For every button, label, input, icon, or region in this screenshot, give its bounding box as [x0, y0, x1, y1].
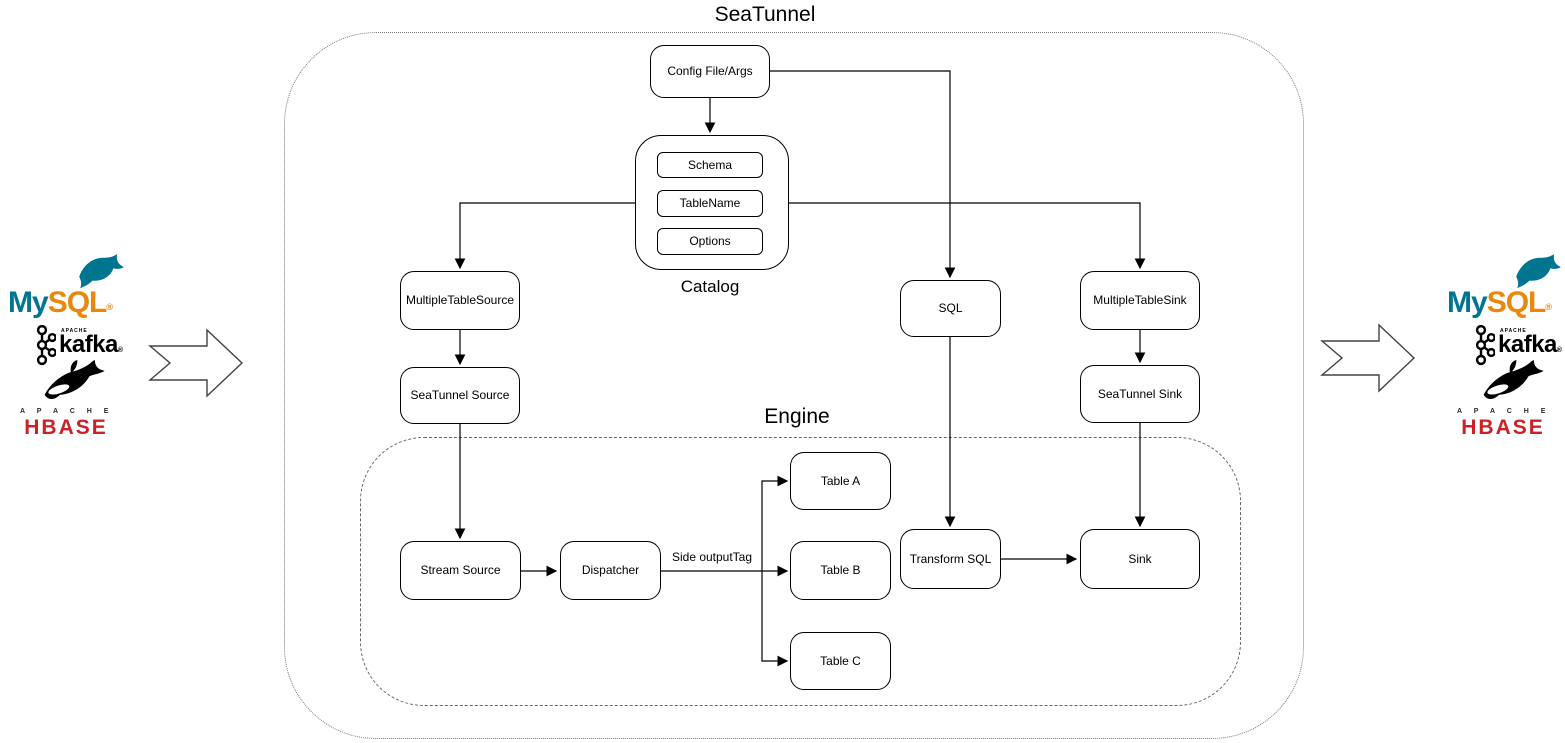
node-label: Schema: [687, 157, 733, 172]
kafka-apache-label: APACHE: [1500, 328, 1527, 334]
node-label: SQL: [938, 301, 963, 316]
node-label: Table C: [820, 653, 861, 668]
hbase-wordmark-right: HBASE: [1461, 416, 1545, 439]
hbase-apache-label-right: A P A C H E: [1457, 408, 1551, 415]
node-table-a: Table A: [790, 452, 891, 510]
node-label: SeaTunnel Source: [410, 388, 510, 403]
edge-branch-to-table-a: [761, 475, 789, 571]
kafka-name: kafka: [1498, 331, 1557, 358]
engine-container: [360, 437, 1241, 706]
node-label: Options: [689, 234, 731, 249]
node-label: MultipleTableSource: [405, 293, 515, 308]
node-options: Options: [657, 228, 763, 255]
edge-label-side-output-tag: Side outputTag: [671, 550, 753, 564]
edge-config-to-sql: [770, 70, 956, 279]
hbase-orca-icon: [1483, 360, 1544, 400]
seatunnel-container: [284, 32, 1304, 739]
node-label: Config File/Args: [667, 64, 753, 79]
node-label: SeaTunnel Sink: [1097, 386, 1183, 401]
mysql-wordmark-right: MySQL®: [1447, 286, 1552, 319]
edge-catalog-to-multiple-table-source: [454, 202, 635, 270]
kafka-apache-label: APACHE: [61, 328, 88, 334]
kafka-reg-mark: ®: [1556, 347, 1562, 354]
mysql-word-my: My: [8, 286, 49, 319]
hbase-orca-icon: [44, 360, 105, 400]
node-label: Dispatcher: [581, 563, 640, 578]
kafka-circles-icon: [36, 324, 56, 366]
hbase-apache-label-left: A P A C H E: [20, 408, 114, 415]
edge-branch-to-table-c: [761, 571, 789, 667]
node-sink: Sink: [1080, 529, 1200, 589]
node-sql: SQL: [900, 280, 1001, 337]
node-multiple-table-source: MultipleTableSource: [400, 271, 520, 330]
kafka-reg-mark: ®: [117, 347, 123, 354]
node-label: Table B: [820, 563, 861, 578]
mysql-wordmark-left: MySQL®: [8, 286, 113, 319]
output-flow-arrow-icon: [1320, 323, 1416, 393]
edge-catalog-to-multiple-table-sink: [787, 202, 1146, 270]
mysql-reg-mark: ®: [1545, 302, 1552, 312]
input-flow-arrow-icon: [148, 328, 244, 398]
mysql-reg-mark: ®: [106, 302, 113, 312]
kafka-circles-icon: [1475, 324, 1495, 366]
mysql-logo-left: [76, 254, 128, 297]
node-table-name: TableName: [657, 190, 763, 217]
node-label: MultipleTableSink: [1093, 293, 1187, 308]
seatunnel-title: SeaTunnel: [714, 3, 816, 26]
node-table-b: Table B: [790, 541, 891, 600]
node-dispatcher: Dispatcher: [560, 541, 661, 600]
node-multiple-table-sink: MultipleTableSink: [1080, 271, 1200, 330]
node-label: TableName: [679, 196, 741, 211]
mysql-logo-right: [1513, 254, 1565, 297]
engine-title: Engine: [764, 405, 830, 428]
node-label: Table A: [820, 473, 861, 488]
mysql-dolphin-icon: [1516, 254, 1561, 289]
hbase-logo-left: [36, 360, 110, 413]
mysql-word-sql: SQL: [1486, 286, 1547, 319]
node-transform-sql: Transform SQL: [900, 529, 1001, 589]
kafka-name: kafka: [59, 331, 118, 358]
mysql-word-sql: SQL: [47, 286, 108, 319]
mysql-word-my: My: [1447, 286, 1488, 319]
hbase-wordmark-left: HBASE: [24, 416, 108, 439]
node-schema: Schema: [657, 152, 763, 178]
node-stream-source: Stream Source: [400, 541, 521, 600]
node-label: Transform SQL: [909, 551, 992, 566]
node-seatunnel-source: SeaTunnel Source: [400, 367, 520, 424]
node-table-c: Table C: [790, 632, 891, 690]
node-label: Sink: [1128, 551, 1152, 566]
hbase-logo-right: [1475, 360, 1549, 413]
mysql-dolphin-icon: [79, 254, 124, 289]
node-config-file-args: Config File/Args: [650, 45, 770, 98]
catalog-label: Catalog: [680, 277, 740, 296]
node-seatunnel-sink: SeaTunnel Sink: [1080, 365, 1200, 423]
node-label: Stream Source: [420, 563, 501, 578]
